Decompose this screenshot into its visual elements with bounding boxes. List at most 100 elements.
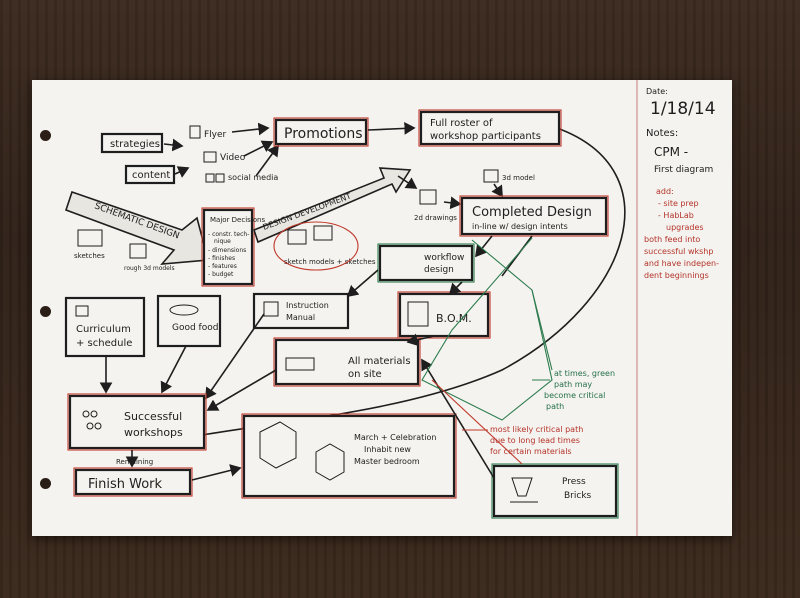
bom-icon	[407, 301, 429, 327]
binder-hole-bottom	[40, 478, 51, 489]
finish-work-box	[74, 468, 192, 496]
finish-work-label: Finish Work	[88, 477, 163, 492]
sketch-models-label: sketch models + sketches	[284, 258, 376, 266]
strategies-label: strategies	[110, 139, 160, 150]
flyer-label: Flyer	[204, 130, 227, 140]
green-note-2: path may	[554, 380, 592, 389]
good-food-box	[156, 294, 222, 348]
video-icon	[203, 151, 217, 163]
svg-text:- finishes: - finishes	[208, 255, 235, 262]
red-note-3: for certain materials	[490, 447, 572, 456]
materials-line2: on site	[348, 369, 382, 380]
press-bricks-box	[492, 464, 618, 518]
curriculum-line2: + schedule	[76, 338, 132, 349]
workshops-line1: Successful	[124, 410, 182, 423]
red-sidebar-4: upgrades	[666, 223, 704, 232]
march-line2: Inhabit new	[364, 445, 411, 454]
drawings-2d-icon	[419, 189, 437, 205]
materials-line1: All materials	[348, 356, 411, 367]
roster-box	[419, 110, 561, 146]
march-line3: Master bedroom	[354, 457, 420, 466]
rough-models-icon	[129, 243, 147, 259]
social-label: social media	[228, 173, 278, 182]
svg-text:nique: nique	[214, 238, 231, 245]
red-sidebar-1: add:	[656, 187, 674, 196]
instruction-line2: Manual	[286, 313, 315, 322]
bom-box	[398, 292, 490, 338]
manual-icon	[263, 301, 279, 317]
red-note-1: most likely critical path	[490, 425, 583, 434]
content-box	[124, 164, 176, 185]
house-sketch-b	[315, 443, 345, 481]
cpm-diagram: strategies content Flyer Video social me…	[64, 80, 719, 536]
remaining-label: Remaining	[116, 458, 153, 466]
sketch-models-icon-b	[313, 225, 333, 241]
svg-text:- constr. tech-: - constr. tech-	[208, 231, 249, 238]
model-3d-label: 3d model	[502, 174, 535, 182]
rough-models-label: rough 3d models	[124, 265, 175, 272]
model-3d-icon	[483, 169, 499, 183]
red-sidebar-7: and have indepen-	[644, 259, 719, 268]
note-line-1: CPM -	[654, 145, 688, 159]
press-line1: Press	[562, 477, 586, 487]
curriculum-line1: Curriculum	[76, 324, 131, 335]
instruction-manual-box	[252, 292, 350, 330]
binder-hole-top	[40, 130, 51, 141]
roster-line1: Full roster of	[430, 118, 493, 129]
house-sketch-a	[259, 421, 297, 469]
major-decisions-box	[202, 208, 254, 286]
drawings-2d-label: 2d drawings	[414, 214, 457, 222]
workflow-line2: design	[424, 265, 454, 275]
press-icon	[510, 477, 538, 503]
march-celebration-box	[242, 414, 456, 498]
workshops-box	[68, 394, 206, 450]
people-icon	[82, 410, 90, 418]
workflow-design-box	[378, 244, 474, 282]
major-title: Major Decisions	[210, 216, 265, 224]
red-sidebar-3: - HabLab	[658, 211, 694, 220]
date-value: 1/18/14	[650, 99, 716, 119]
completed-design-box	[460, 196, 608, 236]
binder-hole-middle	[40, 306, 51, 317]
press-line2: Bricks	[564, 491, 592, 501]
instruction-line1: Instruction	[286, 301, 329, 310]
completed-line1: Completed Design	[472, 205, 592, 220]
schematic-design-arrow	[64, 190, 210, 265]
red-sidebar-8: dent beginnings	[644, 271, 709, 280]
curriculum-box	[64, 296, 146, 358]
green-note-4: path	[546, 402, 564, 411]
date-label: Date:	[646, 87, 668, 96]
svg-text:- dimensions: - dimensions	[208, 247, 246, 254]
sketches-label: sketches	[74, 252, 105, 260]
content-label: content	[132, 170, 170, 181]
red-sidebar-6: successful wkshp	[644, 247, 713, 256]
food-label: Good food	[172, 323, 218, 333]
svg-text:- budget: - budget	[208, 271, 234, 278]
video-label: Video	[220, 153, 246, 163]
completed-line2: in-line w/ design intents	[472, 222, 568, 231]
curriculum-icon	[75, 305, 89, 317]
food-icon	[169, 304, 199, 316]
strategies-box	[100, 132, 164, 154]
social-icon-b	[215, 173, 225, 183]
promotions-box	[274, 118, 368, 146]
note-line-2: First diagram	[654, 165, 713, 175]
materials-box	[274, 338, 420, 386]
red-sidebar-5: both feed into	[644, 235, 700, 244]
svg-text:- features: - features	[208, 263, 237, 270]
paper-sheet: strategies content Flyer Video social me…	[32, 80, 732, 536]
sketches-icon	[77, 229, 103, 247]
green-note-3: become critical	[544, 391, 605, 400]
social-icon-a	[205, 173, 215, 183]
workshops-line2: workshops	[124, 426, 183, 439]
pallet-icon	[285, 357, 315, 371]
red-sidebar-2: - site prep	[658, 199, 699, 208]
sketch-models-icon-a	[287, 229, 307, 245]
workflow-line1: workflow	[424, 253, 464, 263]
roster-line2: workshop participants	[430, 131, 541, 142]
flyer-icon	[189, 125, 201, 139]
march-line1: March + Celebration	[354, 433, 436, 442]
design-development-arrow	[253, 167, 412, 244]
notes-label: Notes:	[646, 128, 678, 139]
red-note-2: due to long lead times	[490, 436, 580, 445]
